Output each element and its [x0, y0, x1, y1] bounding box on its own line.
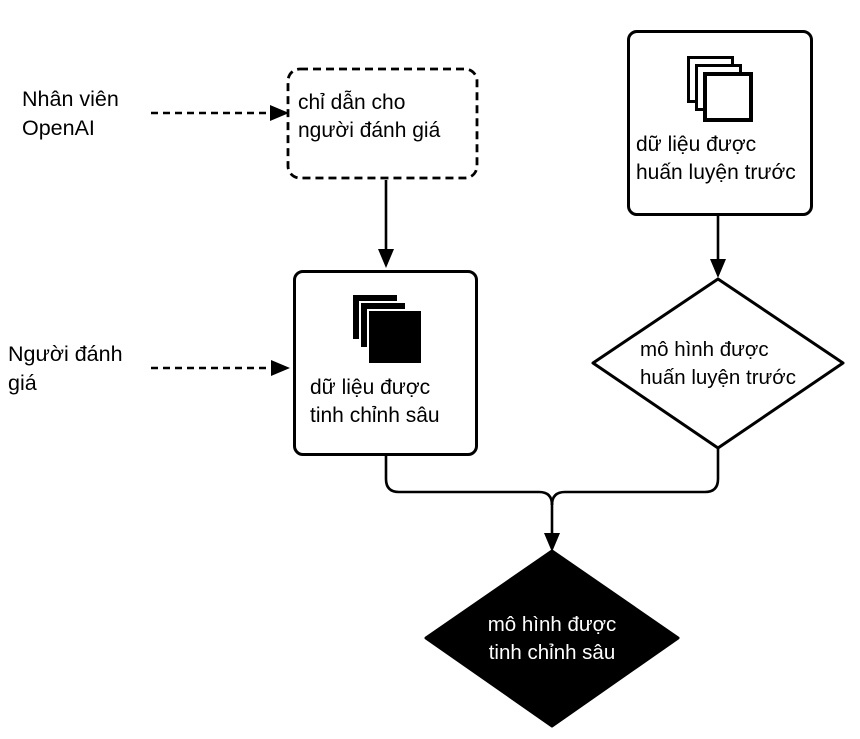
arrowhead-icon: [544, 533, 560, 552]
node-pretrained-data-label: dữ liệu được huấn luyện trước: [636, 133, 796, 184]
instructions-node-outline: [286, 67, 479, 180]
dashed-arrow-openai-to-instructions: [151, 105, 289, 121]
stacked-documents-filled-icon: [351, 293, 423, 365]
node-instructions: chỉ dẫn cho người đánh giá: [287, 68, 477, 178]
arrowhead-icon: [270, 105, 289, 121]
finetuned-model-diamond: [424, 549, 680, 728]
arrow-instructions-to-data: [378, 180, 394, 268]
node-finetuned-data: dữ liệu được tinh chỉnh sâu: [293, 270, 478, 456]
node-instructions-label: chỉ dẫn cho người đánh giá: [298, 91, 441, 142]
arrow-pretrained-data-to-model: [710, 216, 726, 278]
label-evaluator: Người đánh giá: [8, 342, 123, 395]
node-pretrained-model-label: mô hình được huấn luyện trước: [640, 337, 796, 389]
node-finetuned-model-label: mô hình được tinh chỉnh sâu: [487, 612, 617, 664]
arrowhead-icon: [378, 249, 394, 268]
arrowhead-icon: [271, 360, 290, 376]
merge-connector: [384, 449, 720, 552]
stacked-documents-outline-icon: [687, 56, 753, 122]
node-finetuned-data-label: dữ liệu được tinh chỉnh sâu: [310, 376, 440, 427]
pretrained-model-diamond: [591, 277, 845, 450]
label-openai-staff: Nhân viên OpenAI: [22, 87, 119, 140]
dashed-arrow-evaluator-to-data: [151, 360, 290, 376]
arrowhead-icon: [710, 259, 726, 278]
node-pretrained-data: dữ liệu được huấn luyện trước: [627, 30, 813, 216]
